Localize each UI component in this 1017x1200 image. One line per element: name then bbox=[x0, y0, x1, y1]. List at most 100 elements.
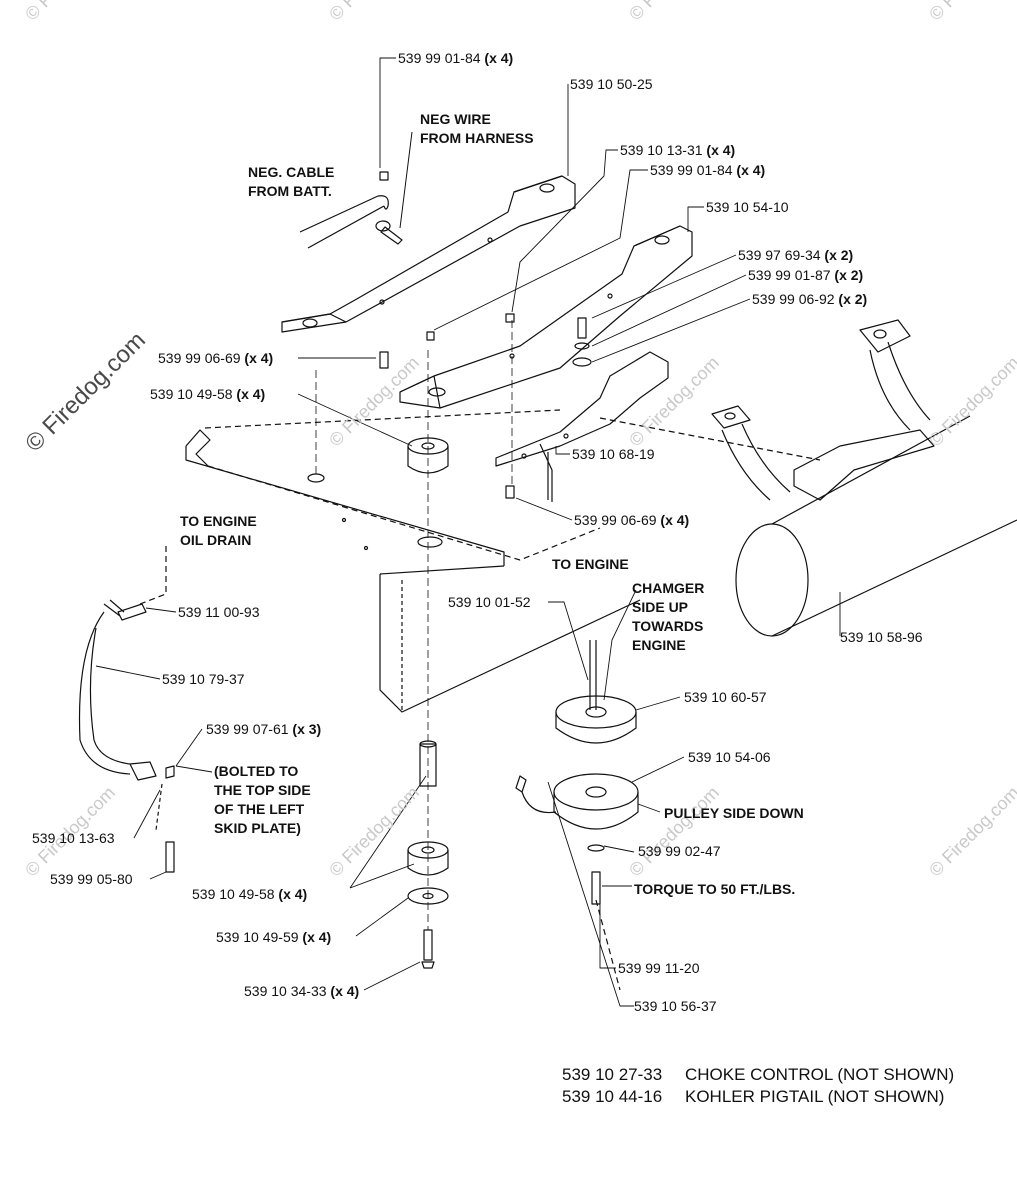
part-number: 539 10 56-37 bbox=[634, 998, 717, 1014]
note-line: NEG WIRE bbox=[420, 111, 491, 127]
part-number: 539 10 54-06 bbox=[688, 749, 771, 765]
part-label-105410: 539 10 54-10 bbox=[706, 199, 789, 215]
legend-description: CHOKE CONTROL (NOT SHOWN) bbox=[685, 1065, 955, 1084]
note-chamger: CHAMGER SIDE UP TOWARDS ENGINE bbox=[632, 579, 704, 655]
part-label-990669-b: 539 99 06-69 (x 4) bbox=[574, 512, 689, 528]
muffler bbox=[599, 319, 1017, 637]
note-torque: TORQUE TO 50 FT./LBS. bbox=[634, 880, 795, 899]
part-number: 539 99 01-84 bbox=[398, 50, 481, 66]
note-line: TOWARDS bbox=[632, 618, 704, 634]
note-line: (BOLTED TO bbox=[214, 763, 299, 779]
part-number: 539 10 50-25 bbox=[570, 76, 653, 92]
note-to-engine-oil-drain: TO ENGINE OIL DRAIN bbox=[180, 512, 257, 550]
part-qty: (x 3) bbox=[292, 721, 322, 737]
mount-top bbox=[407, 437, 449, 474]
note-line: TO ENGINE bbox=[552, 556, 629, 572]
part-number: 539 11 00-93 bbox=[178, 604, 260, 620]
leader-lines bbox=[95, 57, 841, 1007]
part-label-990184-a: 539 99 01-84 (x 4) bbox=[398, 50, 513, 66]
legend-description: KOHLER PIGTAIL (NOT SHOWN) bbox=[685, 1087, 945, 1106]
part-number: 539 99 05-80 bbox=[50, 871, 133, 887]
part-qty: (x 4) bbox=[660, 512, 690, 528]
part-number: 539 99 06-92 bbox=[752, 291, 835, 307]
part-label-990692: 539 99 06-92 (x 2) bbox=[752, 291, 867, 307]
not-shown-legend: 539 10 27-33 CHOKE CONTROL (NOT SHOWN) 53… bbox=[562, 1064, 954, 1108]
part-label-104959: 539 10 49-59 (x 4) bbox=[216, 929, 331, 945]
part-label-105637: 539 10 56-37 bbox=[634, 998, 717, 1014]
part-qty: (x 4) bbox=[302, 929, 332, 945]
part-label-990669-a: 539 99 06-69 (x 4) bbox=[158, 350, 273, 366]
part-number: 539 10 49-58 bbox=[150, 386, 233, 402]
part-label-990184-b: 539 99 01-84 (x 4) bbox=[650, 162, 765, 178]
neg-cables bbox=[299, 131, 413, 249]
legend-part-number: 539 10 27-33 bbox=[562, 1065, 663, 1084]
note-to-engine: TO ENGINE bbox=[552, 555, 629, 574]
part-label-105406: 539 10 54-06 bbox=[688, 749, 771, 765]
legend-part-number: 539 10 44-16 bbox=[562, 1087, 663, 1106]
part-qty: (x 2) bbox=[838, 291, 868, 307]
part-qty: (x 4) bbox=[236, 386, 266, 402]
note-bolted: (BOLTED TO THE TOP SIDE OF THE LEFT SKID… bbox=[214, 762, 311, 838]
note-line: ENGINE bbox=[632, 637, 686, 653]
part-label-101331: 539 10 13-31 (x 4) bbox=[620, 142, 735, 158]
legend-row: 539 10 27-33 CHOKE CONTROL (NOT SHOWN) bbox=[562, 1064, 954, 1086]
part-qty: (x 2) bbox=[824, 247, 854, 263]
part-qty: (x 4) bbox=[736, 162, 766, 178]
part-number: 539 99 07-61 bbox=[206, 721, 289, 737]
part-label-104958-b: 539 10 49-58 (x 4) bbox=[192, 886, 307, 902]
part-qty: (x 4) bbox=[484, 50, 514, 66]
part-qty: (x 4) bbox=[244, 350, 274, 366]
note-line: PULLEY SIDE DOWN bbox=[664, 805, 804, 821]
part-number: 539 10 49-58 bbox=[192, 886, 275, 902]
part-label-990761: 539 99 07-61 (x 3) bbox=[206, 721, 321, 737]
part-label-990580: 539 99 05-80 bbox=[50, 871, 133, 887]
part-number: 539 10 01-52 bbox=[448, 594, 531, 610]
part-number: 539 99 01-84 bbox=[650, 162, 733, 178]
part-qty: (x 2) bbox=[834, 267, 864, 283]
part-number: 539 10 49-59 bbox=[216, 929, 299, 945]
note-line: NEG. CABLE bbox=[248, 164, 335, 180]
lower-mounts bbox=[315, 320, 513, 969]
part-label-110093: 539 11 00-93 bbox=[178, 604, 259, 620]
part-label-991120: 539 99 11-20 bbox=[618, 960, 699, 976]
clutch-stack bbox=[515, 640, 639, 991]
part-qty: (x 4) bbox=[330, 983, 360, 999]
note-line: FROM HARNESS bbox=[420, 130, 534, 146]
legend-row: 539 10 44-16 KOHLER PIGTAIL (NOT SHOWN) bbox=[562, 1086, 954, 1108]
note-line: FROM BATT. bbox=[248, 183, 332, 199]
part-label-106057: 539 10 60-57 bbox=[684, 689, 767, 705]
part-number: 539 10 58-96 bbox=[840, 629, 923, 645]
part-number: 539 99 02-47 bbox=[638, 843, 721, 859]
part-label-104958-a: 539 10 49-58 (x 4) bbox=[150, 386, 265, 402]
note-line: OIL DRAIN bbox=[180, 532, 252, 548]
bracket-105410 bbox=[399, 225, 693, 409]
note-neg-cable: NEG. CABLE FROM BATT. bbox=[248, 163, 334, 201]
part-number: 539 10 60-57 bbox=[684, 689, 767, 705]
note-line: OF THE LEFT bbox=[214, 801, 305, 817]
part-number: 539 10 34-33 bbox=[244, 983, 327, 999]
note-line: CHAMGER bbox=[632, 580, 705, 596]
part-qty: (x 4) bbox=[706, 142, 736, 158]
frame bbox=[185, 409, 641, 713]
note-line: THE TOP SIDE bbox=[214, 782, 311, 798]
part-label-976934: 539 97 69-34 (x 2) bbox=[738, 247, 853, 263]
part-label-103433: 539 10 34-33 (x 4) bbox=[244, 983, 359, 999]
part-number: 539 10 79-37 bbox=[162, 671, 245, 687]
part-number: 539 10 13-31 bbox=[620, 142, 703, 158]
part-number: 539 10 54-10 bbox=[706, 199, 789, 215]
part-label-106819: 539 10 68-19 bbox=[572, 446, 655, 462]
part-label-100152: 539 10 01-52 bbox=[448, 594, 531, 610]
note-line: SIDE UP bbox=[632, 599, 689, 615]
part-label-105025: 539 10 50-25 bbox=[570, 76, 653, 92]
part-number: 539 10 68-19 bbox=[572, 446, 655, 462]
bracket-105025 bbox=[281, 175, 576, 333]
part-number: 539 99 11-20 bbox=[618, 960, 700, 976]
note-line: SKID PLATE) bbox=[214, 820, 301, 836]
part-number: 539 99 06-69 bbox=[574, 512, 657, 528]
note-line: TO ENGINE bbox=[180, 513, 257, 529]
part-label-990187: 539 99 01-87 (x 2) bbox=[748, 267, 863, 283]
part-label-105896: 539 10 58-96 bbox=[840, 629, 923, 645]
part-number: 539 10 13-63 bbox=[32, 830, 115, 846]
note-pulley-side-down: PULLEY SIDE DOWN bbox=[664, 804, 804, 823]
